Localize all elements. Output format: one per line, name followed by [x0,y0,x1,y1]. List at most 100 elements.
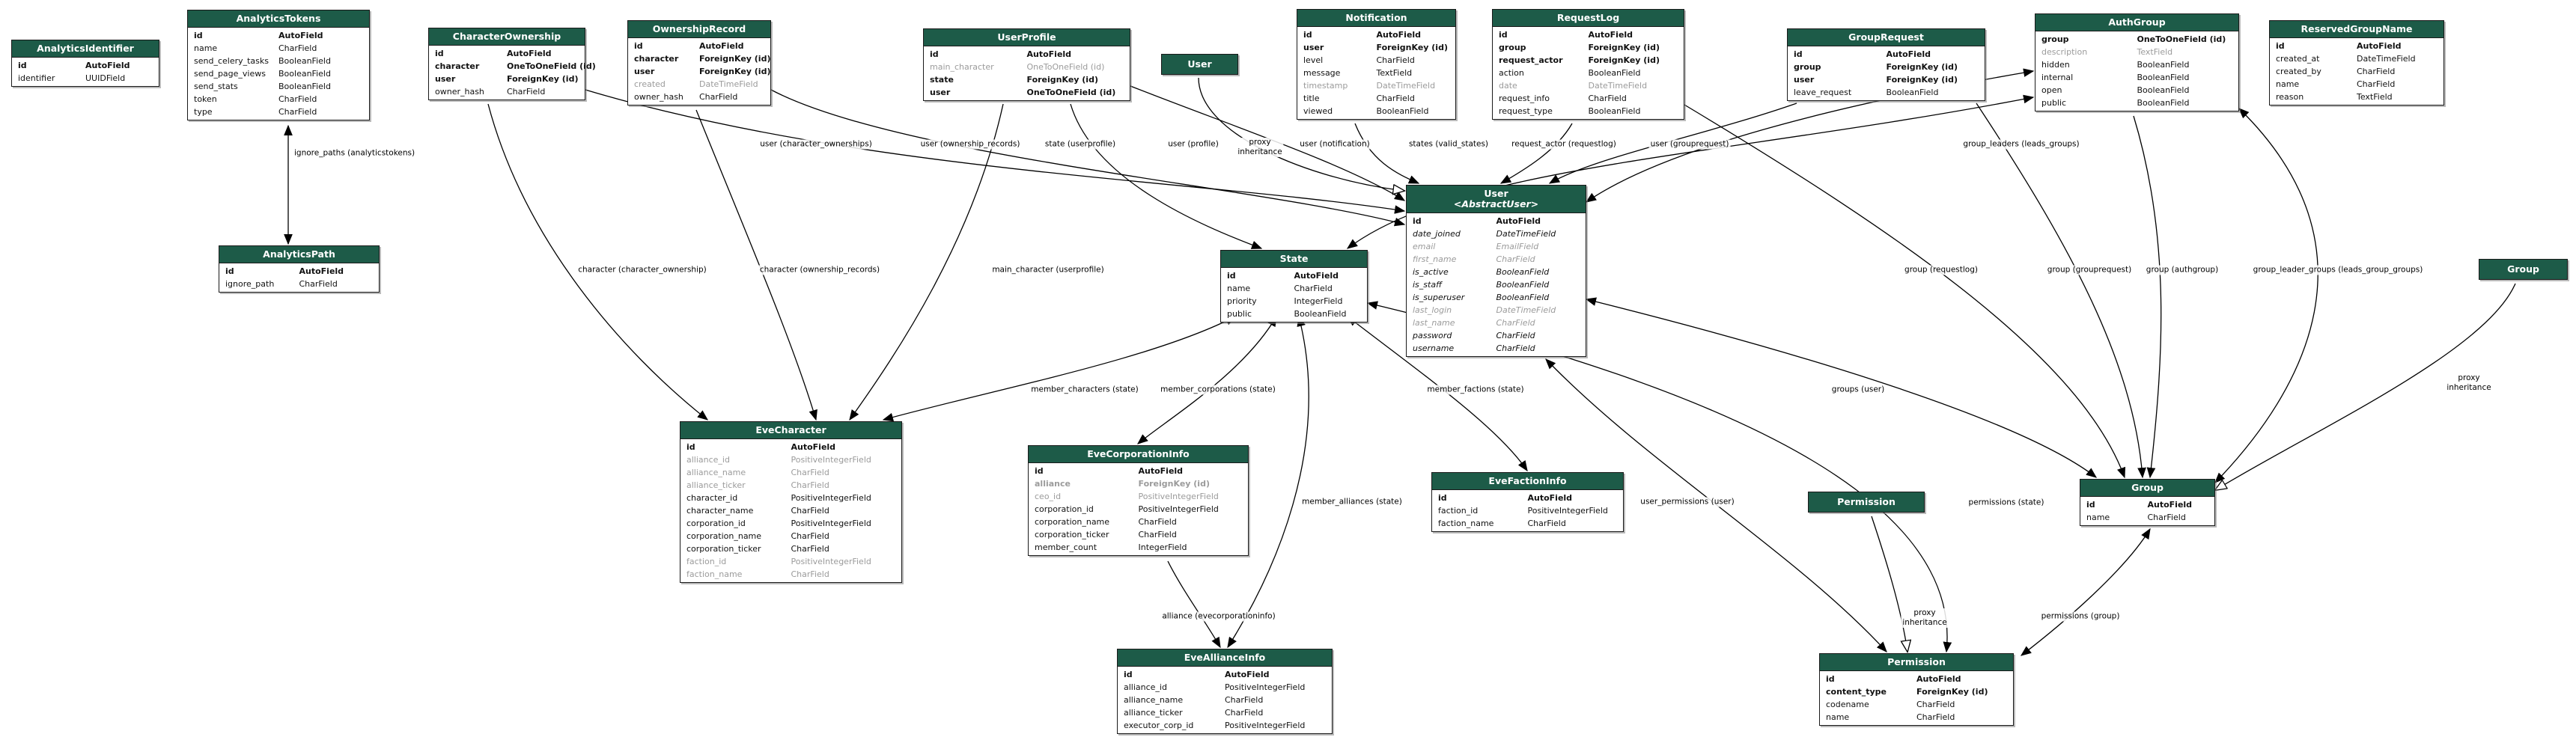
field-type: IntegerField [1138,542,1187,552]
edge-label: user (notification) [1298,139,1371,150]
field-name: date_joined [1413,229,1461,239]
field-name: name [2276,79,2300,89]
field-type: BooleanField [1496,280,1550,290]
edge-label: member_characters (state) [1029,385,1140,395]
edge-label: group (authgroup) [2144,265,2220,275]
edge-label: proxy inheritance [1236,138,1284,157]
edge-label: main_character (userprofile) [990,265,1106,275]
field-type: OneToOneField (id) [507,61,596,71]
field-name: id [1303,30,1312,40]
field-name: username [1413,343,1455,353]
field-type: CharField [791,531,829,541]
field-name: id [1124,670,1133,679]
field-type: BooleanField [2137,98,2190,108]
field-name: title [1303,94,1320,103]
field-name: id [1826,674,1835,684]
edge-label: group (requestlog) [1903,265,1979,275]
field-type: TextField [1376,68,1413,78]
entity-user-proxy: User [1161,54,1238,75]
field-name: user [1794,75,1815,85]
field-name: id [2086,500,2095,510]
edge-label: user (profile) [1166,139,1220,150]
field-name: id [1438,493,1447,503]
field-name: public [1227,309,1252,319]
entity-title: Group [2479,260,2567,279]
entity-title: AnalyticsTokens [188,10,369,28]
foreign-key-edge [487,103,709,421]
field-name: corporation_name [1035,517,1110,527]
field-name: id [2276,41,2285,51]
field-type: ForeignKey (id) [1916,687,1988,697]
field-type: AutoField [1527,493,1573,503]
field-type: PositiveIntegerField [1225,721,1306,730]
field-name: ceo_id [1035,492,1062,501]
edge-label: user (character_ownerships) [758,139,874,150]
field-type: AutoField [1588,30,1633,40]
entity-title: EveCharacter [680,422,901,439]
edge-label: character (character_ownership) [576,265,708,275]
field-type: ForeignKey (id) [1588,43,1660,52]
entity-title: RequestLog [1493,10,1684,27]
field-name: corporation_id [686,519,746,528]
field-name: name [194,43,218,53]
field-name: executor_corp_id [1124,721,1194,730]
field-name: leave_request [1794,88,1852,97]
field-type: CharField [791,544,829,554]
entity-permission-proxy: Permission [1808,492,1925,513]
field-type: DateTimeField [1496,305,1556,315]
edge-label: permissions (group) [2039,611,2122,622]
edge-label: character (ownership_records) [758,265,882,275]
field-type: AutoField [2357,41,2402,51]
foreign-key-edge [1684,104,2125,479]
field-type: BooleanField [1496,293,1550,302]
edge-label: group (grouprequest) [2045,265,2134,275]
field-type: AutoField [1886,49,1931,59]
edge-label: proxy inheritance [1901,608,1949,628]
field-type: ForeignKey (id) [1886,62,1958,72]
field-name: corporation_ticker [686,544,761,554]
foreign-key-edge [1167,560,1221,649]
foreign-key-edge [1976,103,2146,479]
field-row: public BooleanField [1221,308,1367,320]
foreign-key-edge [770,89,1406,227]
field-type: CharField [1588,94,1627,103]
field-type: BooleanField [1376,106,1429,116]
edge-label: group_leader_groups (leads_group_groups) [2251,265,2425,275]
field-name: request_actor [1499,55,1563,65]
field-type: BooleanField [1294,309,1347,319]
field-type: ForeignKey (id) [507,74,579,84]
field-type: PositiveIntegerField [1138,504,1219,514]
field-type: AutoField [1916,674,1961,684]
edge-label: proxy inheritance [2445,373,2493,393]
field-type: PositiveIntegerField [791,519,871,528]
field-name: send_page_views [194,69,266,79]
entity-title: AnalyticsIdentifier [12,40,159,58]
